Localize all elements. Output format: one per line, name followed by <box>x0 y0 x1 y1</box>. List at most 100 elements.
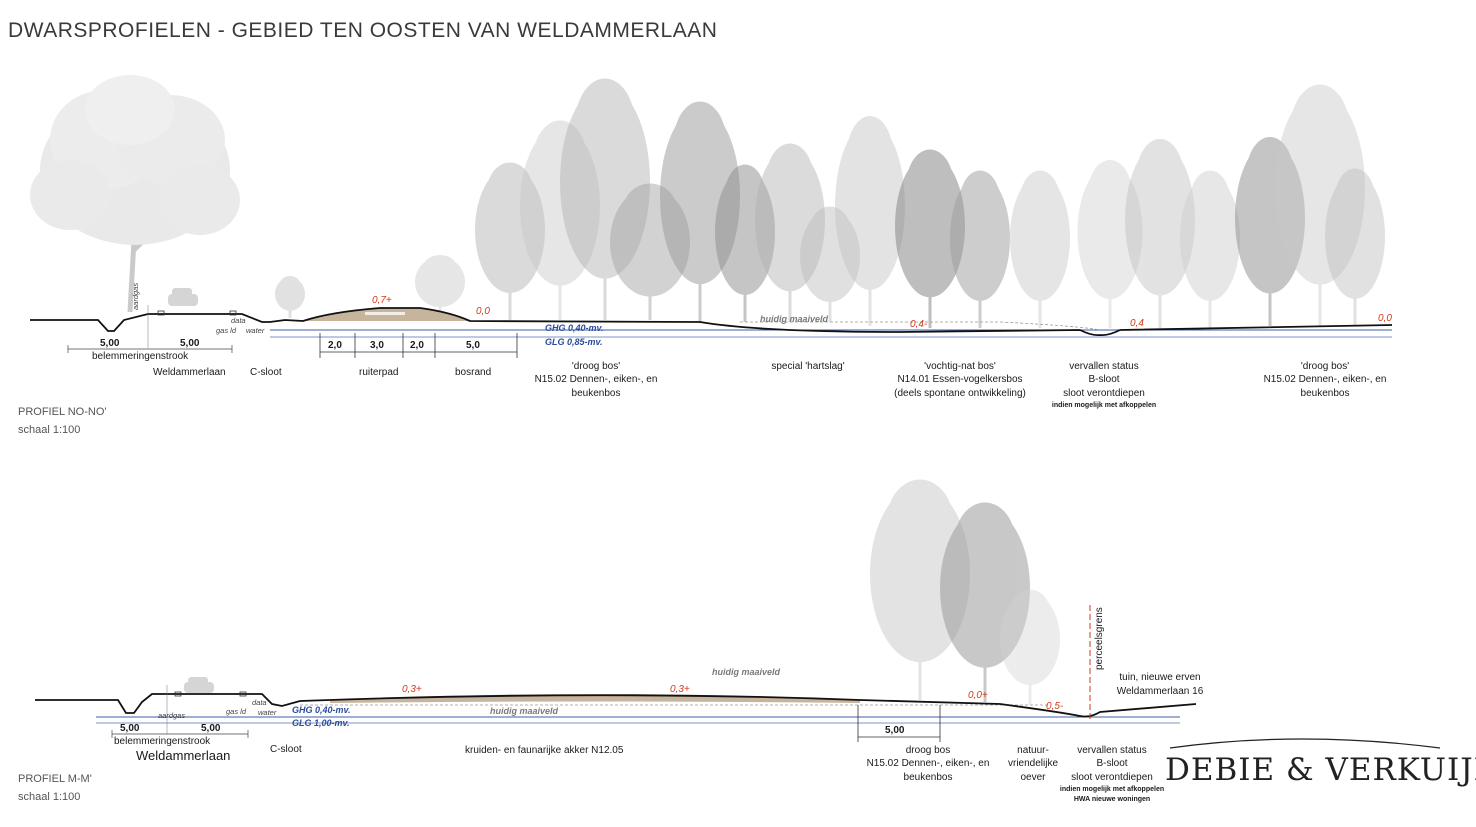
svg-text:N14.01 Essen-vogelkersbos: N14.01 Essen-vogelkersbos <box>897 374 1022 385</box>
tree-icon <box>895 149 965 328</box>
height-low-2: 0,5- <box>1046 701 1064 712</box>
tree-icon <box>1180 170 1240 328</box>
svg-text:beukenbos: beukenbos <box>1301 388 1350 399</box>
svg-text:beukenbos: beukenbos <box>572 388 621 399</box>
car-icon <box>168 288 198 306</box>
height-left-2: 0,3+ <box>402 684 422 695</box>
glg-label-2: GLG 1,00-mv. <box>292 718 350 728</box>
dim-a-1: 5,00 <box>100 338 120 349</box>
tree-icon <box>715 164 775 322</box>
height-low-1: 0,4- <box>910 319 928 330</box>
weldammerlaan-label-1: Weldammerlaan <box>153 367 226 378</box>
oever-label: natuur- vriendelijke oever <box>1008 745 1058 783</box>
tree-icon <box>1077 160 1143 328</box>
csloot-label-2: C-sloot <box>270 744 302 755</box>
profile-2-section <box>35 605 1197 734</box>
tree-icon <box>1010 170 1070 328</box>
profile-1-name: PROFIEL NO-NO' <box>18 406 106 418</box>
vochtig-bos-label: 'vochtig-nat bos' N14.01 Essen-vogelkers… <box>894 361 1026 399</box>
svg-text:'droog bos': 'droog bos' <box>572 361 620 372</box>
maaiveld-label-1: huidig maaiveld <box>760 314 829 324</box>
svg-text:Weldammerlaan 16: Weldammerlaan 16 <box>1117 686 1204 697</box>
maaiveld-top-2: huidig maaiveld <box>712 667 781 677</box>
svg-text:vervallen status: vervallen status <box>1077 745 1146 756</box>
belemmering-label-1: belemmeringenstrook <box>92 351 189 362</box>
svg-text:DEBIE & VERKUIJL: DEBIE & VERKUIJL <box>1165 752 1476 788</box>
svg-text:HWA nieuwe woningen: HWA nieuwe woningen <box>1074 796 1150 803</box>
height-end-1: 0,0 <box>1378 313 1392 324</box>
gas-label-1: gas ld <box>216 326 237 335</box>
vervallen-label-1: vervallen status B-sloot sloot verontdie… <box>1052 361 1156 409</box>
height-bank-1: 0,7+ <box>372 295 392 306</box>
svg-text:N15.02 Dennen-, eiken-, en: N15.02 Dennen-, eiken-, en <box>535 374 658 385</box>
csloot-label-1: C-sloot <box>250 367 282 378</box>
height-edge-1: 0,0 <box>476 306 490 317</box>
tree-icon <box>940 502 1030 702</box>
car-icon-2 <box>184 677 214 693</box>
aardgas-label-1: aardgas <box>131 283 140 310</box>
tree-icon <box>1235 137 1305 326</box>
tree-icon <box>1325 168 1385 326</box>
svg-text:oever: oever <box>1020 772 1046 783</box>
svg-text:indien mogelijk met afkoppelen: indien mogelijk met afkoppelen <box>1052 402 1156 409</box>
droog-bos-label-3: droog bos N15.02 Dennen-, eiken-, en beu… <box>867 745 990 783</box>
height-ditch-1: 0,4 <box>1130 318 1144 329</box>
svg-text:N15.02 Dennen-, eiken-, en: N15.02 Dennen-, eiken-, en <box>867 758 990 769</box>
profile-2-scale: schaal 1:100 <box>18 791 80 803</box>
tree-icon <box>755 143 825 322</box>
ghg-label-2: GHG 0,40-mv. <box>292 705 351 715</box>
tree-icon <box>1125 139 1195 328</box>
segment-1: 2,0 <box>328 340 342 351</box>
profile-1-section <box>30 305 1393 348</box>
current-ground-dashed-1 <box>740 321 1101 331</box>
maaiveld-bottom-2: huidig maaiveld <box>490 706 559 716</box>
water-label-2: water <box>258 708 277 717</box>
svg-text:'vochtig-nat bos': 'vochtig-nat bos' <box>924 361 996 372</box>
segment-3: 2,0 <box>410 340 424 351</box>
weldammerlaan-label-2: Weldammerlaan <box>136 748 230 763</box>
perceelsgrens-label: perceelsgrens <box>1094 607 1105 670</box>
svg-text:tuin, nieuwe erven: tuin, nieuwe erven <box>1119 672 1200 683</box>
tree-icon <box>415 255 465 318</box>
height-right-2: 0,3+ <box>670 684 690 695</box>
svg-text:beukenbos: beukenbos <box>904 772 953 783</box>
profile-1-scale: schaal 1:100 <box>18 424 80 436</box>
segment-dimensions-1 <box>319 333 518 358</box>
belemmering-label-2: belemmeringenstrook <box>114 736 211 747</box>
data-label-1: data <box>231 316 246 325</box>
tree-icon <box>800 206 860 322</box>
gas-label-2: gas ld <box>226 707 247 716</box>
dim-bos-2: 5,00 <box>885 725 905 736</box>
page-title: DWARSPROFIELEN - GEBIED TEN OOSTEN VAN W… <box>8 19 717 42</box>
height-edge-2: 0,0+ <box>968 690 988 701</box>
svg-text:B-sloot: B-sloot <box>1088 374 1119 385</box>
tree-icon <box>950 170 1010 328</box>
svg-text:sloot verontdiepen: sloot verontdiepen <box>1063 388 1145 399</box>
tree-icon <box>835 116 905 326</box>
tuin-label: tuin, nieuwe erven Weldammerlaan 16 <box>1117 672 1204 697</box>
dim-b-2: 5,00 <box>201 723 221 734</box>
water-label-1: water <box>246 326 265 335</box>
hartslag-label: special 'hartslag' <box>771 361 844 372</box>
svg-text:'droog bos': 'droog bos' <box>1301 361 1349 372</box>
profile-2-name: PROFIEL M-M' <box>18 773 92 785</box>
tree-icon <box>1000 589 1060 705</box>
glg-label-1: GLG 0,85-mv. <box>545 337 603 347</box>
vervallen-label-2: vervallen status B-sloot sloot verontdie… <box>1060 745 1164 803</box>
bosrand-label: bosrand <box>455 367 491 378</box>
tree-illustrations-profile-1 <box>275 78 1385 328</box>
tree-illustrations-profile-2 <box>870 479 1060 705</box>
tree-icon <box>275 276 305 318</box>
ghg-label-1: GHG 0,40-mv. <box>545 323 604 333</box>
ground-line-2 <box>35 693 1197 718</box>
svg-text:droog bos: droog bos <box>906 745 950 756</box>
tree-icon <box>1275 84 1365 326</box>
dim-b-1: 5,00 <box>180 338 200 349</box>
akker-label: kruiden- en faunarijke akker N12.05 <box>465 745 624 756</box>
ruiterpad-label: ruiterpad <box>359 367 398 378</box>
droog-bos-label-1: 'droog bos' N15.02 Dennen-, eiken-, en b… <box>535 361 658 399</box>
svg-text:indien mogelijk met afkoppelen: indien mogelijk met afkoppelen <box>1060 786 1164 793</box>
bos-dimension-2 <box>857 705 941 742</box>
svg-text:vriendelijke: vriendelijke <box>1008 758 1058 769</box>
aardgas-label-2: aardgas <box>158 711 185 720</box>
